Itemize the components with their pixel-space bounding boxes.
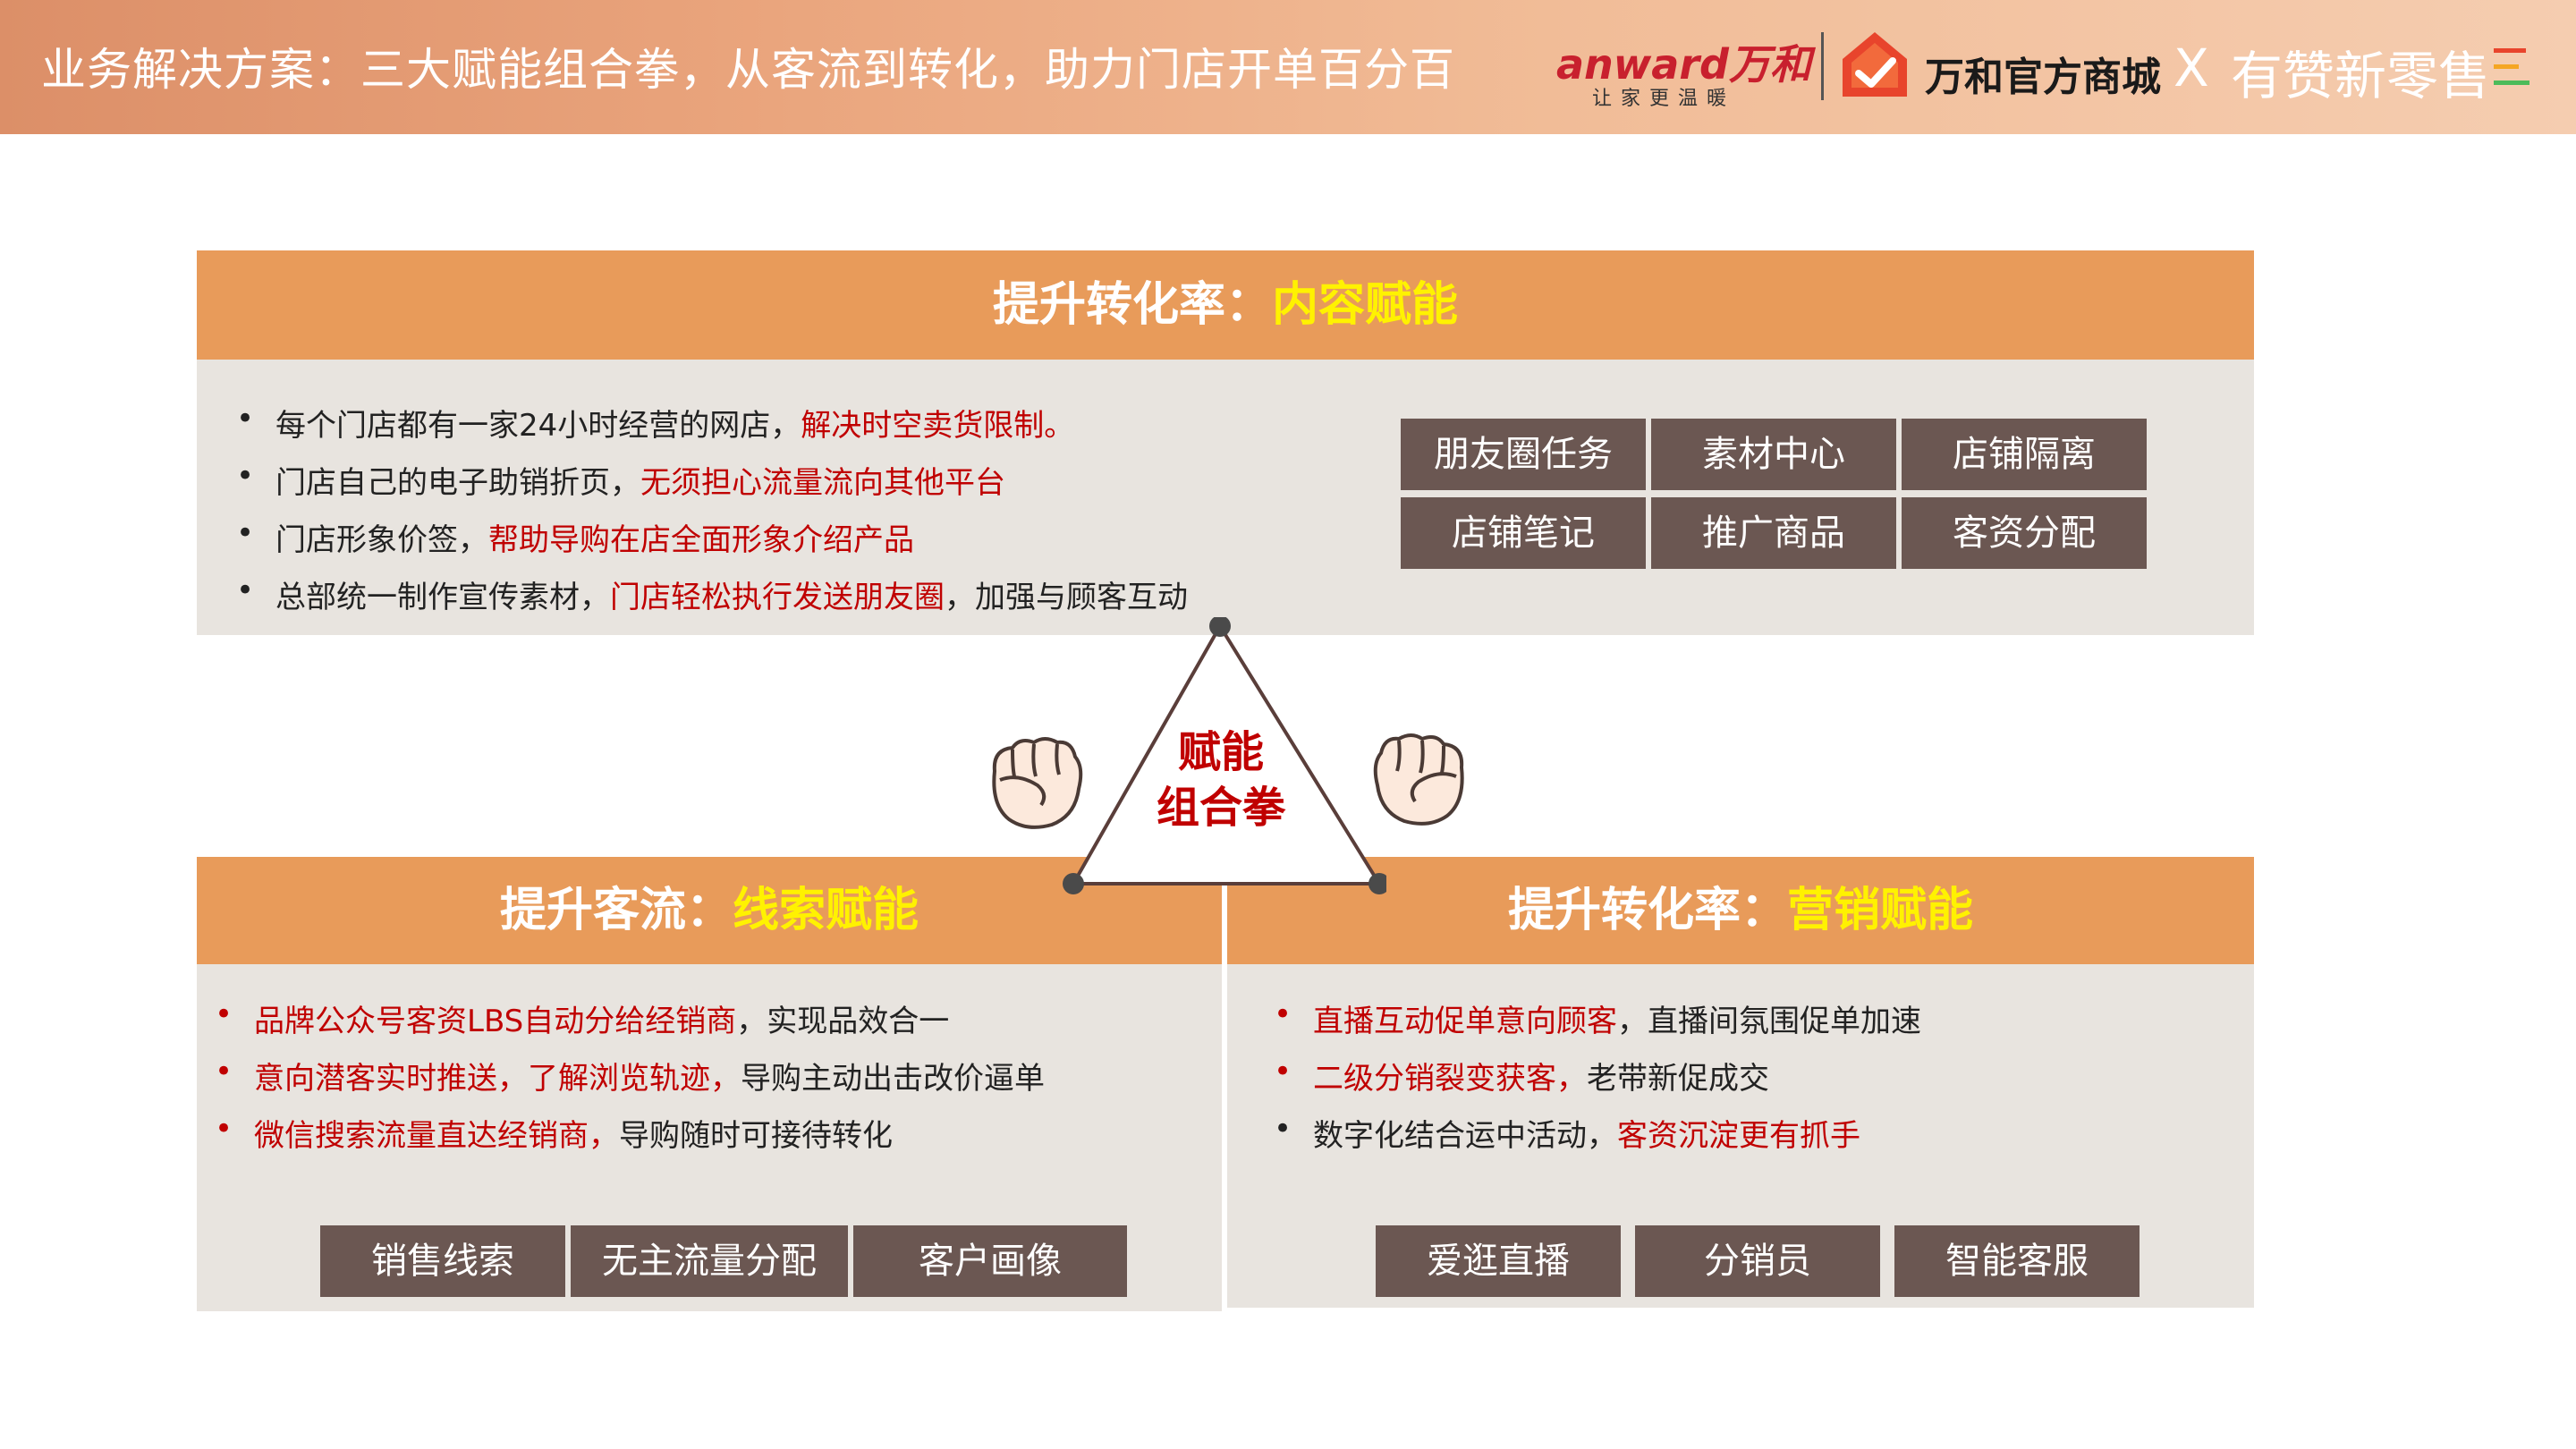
tag-unowned-traffic[interactable]: 无主流量分配 bbox=[571, 1225, 848, 1297]
collab-separator: X bbox=[2174, 38, 2209, 98]
fist-icon bbox=[1373, 733, 1464, 826]
list-item: •二级分销裂变获客，老带新促成交 bbox=[1274, 1054, 1921, 1111]
content-panel-title-prefix: 提升转化率： bbox=[992, 278, 1272, 332]
list-item: 门店形象价签，帮助导购在店全面形象介绍产品 bbox=[236, 515, 1188, 572]
marketing-feature-tags: 爱逛直播 分销员 智能客服 bbox=[1376, 1225, 2141, 1297]
tag-customer-profile[interactable]: 客户画像 bbox=[853, 1225, 1127, 1297]
list-item: 意向潜客实时推送，了解浏览轨迹，导购主动出击改价逼单 bbox=[215, 1054, 1045, 1111]
page-title: 业务解决方案：三大赋能组合拳，从客流到转化，助力门店开单百分百 bbox=[41, 44, 1455, 96]
tag-distributor[interactable]: 分销员 bbox=[1635, 1225, 1880, 1297]
list-item: 品牌公众号客资LBS自动分给经销商，实现品效合一 bbox=[215, 996, 1045, 1054]
marketing-panel-title-prefix: 提升转化率： bbox=[1507, 884, 1787, 937]
content-panel-header: 提升转化率：内容赋能 bbox=[197, 250, 2254, 360]
mall-name: 万和官方商城 bbox=[1925, 55, 2161, 100]
combo-label-line2: 组合拳 bbox=[1156, 783, 1285, 833]
marketing-panel-title-highlight: 营销赋能 bbox=[1787, 884, 1974, 937]
marketing-panel-header: 提升转化率：营销赋能 bbox=[1227, 857, 2254, 964]
tag-material-center[interactable]: 素材中心 bbox=[1651, 419, 1896, 490]
tag-store-notes[interactable]: 店铺笔记 bbox=[1401, 497, 1646, 569]
content-empowerment-panel: 提升转化率：内容赋能 每个门店都有一家24小时经营的网店，解决时空卖货限制。 门… bbox=[197, 250, 2254, 635]
combo-center-label: 赋能 组合拳 bbox=[1136, 724, 1306, 835]
combo-triangle-diagram bbox=[1063, 617, 1386, 894]
content-panel-title-highlight: 内容赋能 bbox=[1272, 278, 1459, 332]
list-item: 门店自己的电子助销折页，无须担心流量流向其他平台 bbox=[236, 458, 1188, 515]
anward-slogan: 让家更温暖 bbox=[1592, 88, 1736, 110]
logo-divider bbox=[1821, 32, 1824, 100]
list-item: 每个门店都有一家24小时经营的网店，解决时空卖货限制。 bbox=[236, 401, 1188, 458]
tag-moments-task[interactable]: 朋友圈任务 bbox=[1401, 419, 1646, 490]
lead-feature-tags: 销售线索 无主流量分配 客户画像 bbox=[320, 1225, 1127, 1297]
tag-sales-leads[interactable]: 销售线索 bbox=[320, 1225, 565, 1297]
tag-smart-service[interactable]: 智能客服 bbox=[1894, 1225, 2140, 1297]
marketing-empowerment-panel: 提升转化率：营销赋能 •直播互动促单意向顾客，直播间氛围促单加速 •二级分销裂变… bbox=[1227, 857, 2254, 1308]
marketing-bullet-list: •直播互动促单意向顾客，直播间氛围促单加速 •二级分销裂变获客，老带新促成交 数… bbox=[1274, 996, 1921, 1168]
lead-panel-header: 提升客流：线索赋能 bbox=[197, 857, 1222, 964]
lead-empowerment-panel: 提升客流：线索赋能 品牌公众号客资LBS自动分给经销商，实现品效合一 意向潜客实… bbox=[197, 857, 1222, 1311]
combo-label-line1: 赋能 bbox=[1177, 727, 1264, 777]
bullet-dot: • bbox=[1274, 1054, 1301, 1089]
lead-panel-title-prefix: 提升客流： bbox=[499, 884, 733, 937]
youzan-accent-bars-icon bbox=[2494, 48, 2529, 95]
header-bar: 业务解决方案：三大赋能组合拳，从客流到转化，助力门店开单百分百 anward万和… bbox=[0, 0, 2576, 134]
lead-panel-title-highlight: 线索赋能 bbox=[733, 884, 919, 937]
anward-brand-text: anward万和 bbox=[1556, 40, 1811, 89]
content-feature-tags: 朋友圈任务 素材中心 店铺隔离 店铺笔记 推广商品 客资分配 bbox=[1401, 419, 2148, 571]
list-item: •直播互动促单意向顾客，直播间氛围促单加速 bbox=[1274, 996, 1921, 1054]
bullet-dot: • bbox=[1274, 996, 1301, 1032]
content-bullet-list: 每个门店都有一家24小时经营的网店，解决时空卖货限制。 门店自己的电子助销折页，… bbox=[236, 401, 1188, 630]
tag-store-isolation[interactable]: 店铺隔离 bbox=[1902, 419, 2147, 490]
tag-lead-allocation[interactable]: 客资分配 bbox=[1902, 497, 2147, 569]
house-check-icon bbox=[1843, 32, 1907, 97]
lead-bullet-list: 品牌公众号客资LBS自动分给经销商，实现品效合一 意向潜客实时推送，了解浏览轨迹… bbox=[215, 996, 1045, 1168]
list-item: 微信搜索流量直达经销商，导购随时可接待转化 bbox=[215, 1111, 1045, 1168]
fist-icon bbox=[992, 737, 1083, 829]
list-item: 数字化结合运中活动，客资沉淀更有抓手 bbox=[1274, 1111, 1921, 1168]
tag-promoted-products[interactable]: 推广商品 bbox=[1651, 497, 1896, 569]
tag-live-stream[interactable]: 爱逛直播 bbox=[1376, 1225, 1621, 1297]
youzan-name: 有赞新零售 bbox=[2231, 46, 2491, 106]
list-item: 总部统一制作宣传素材，门店轻松执行发送朋友圈，加强与顾客互动 bbox=[236, 572, 1188, 630]
anward-logo: anward万和 让家更温暖 bbox=[1556, 32, 1811, 110]
